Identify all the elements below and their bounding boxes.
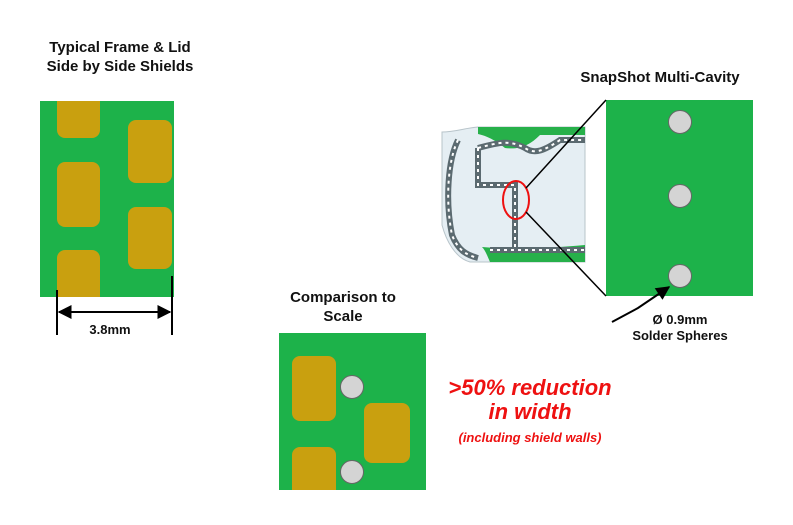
gold-pad xyxy=(128,207,172,269)
solder-sphere xyxy=(340,460,364,484)
sphere-label-line2: Solder Spheres xyxy=(632,328,728,343)
multi-cavity-panel xyxy=(606,100,753,296)
comparison-title-line1: Comparison to xyxy=(290,289,396,306)
cavity-drawing xyxy=(441,126,586,263)
zoom-line-bottom xyxy=(525,211,607,297)
sphere-label: Ø 0.9mm Solder Spheres xyxy=(615,312,745,344)
reduction-note: (including shield walls) xyxy=(458,430,602,445)
left-title: Typical Frame & Lid Side by Side Shields xyxy=(20,38,220,76)
gold-pad xyxy=(57,250,100,297)
reduction-callout: >50% reduction in width xyxy=(430,376,630,424)
width-dimension-label: 3.8mm xyxy=(89,322,131,337)
gold-pad xyxy=(128,120,172,183)
left-title-line1: Typical Frame & Lid xyxy=(49,39,191,56)
solder-sphere xyxy=(668,264,692,288)
reduction-line2: in width xyxy=(488,399,572,424)
solder-sphere xyxy=(668,110,692,134)
reduction-line1: >50% reduction xyxy=(448,375,612,400)
zoom-line-top xyxy=(525,99,607,189)
zoom-highlight-circle xyxy=(502,180,530,220)
right-title: SnapShot Multi-Cavity xyxy=(580,69,740,86)
frame-lid-panel xyxy=(40,101,174,297)
comparison-panel xyxy=(279,333,426,490)
left-title-line2: Side by Side Shields xyxy=(46,58,194,75)
gold-pad xyxy=(292,356,336,421)
gold-pad xyxy=(57,162,100,227)
sphere-label-line1: Ø 0.9mm xyxy=(652,312,708,327)
gold-pad xyxy=(57,101,100,138)
gold-pad xyxy=(292,447,336,490)
gold-pad xyxy=(364,403,410,463)
solder-sphere xyxy=(668,184,692,208)
sphere-pointer-line xyxy=(611,286,671,323)
solder-sphere xyxy=(340,375,364,399)
comparison-title: Comparison to Scale xyxy=(258,288,428,326)
comparison-title-line2: Scale xyxy=(323,308,363,325)
